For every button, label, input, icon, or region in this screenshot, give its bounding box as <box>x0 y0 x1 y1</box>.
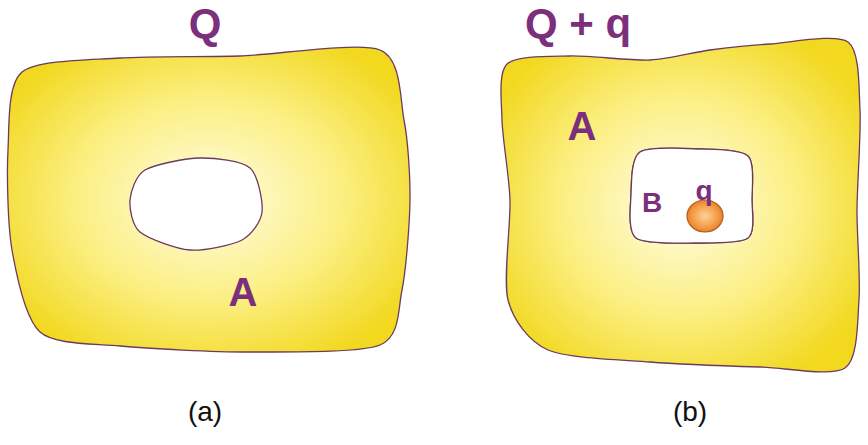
conductor-a-outline <box>0 0 420 370</box>
charge-label: Q <box>189 3 222 45</box>
conductor-a-shape <box>7 47 410 352</box>
panel-caption: (a) <box>188 398 222 426</box>
region-label: B <box>642 189 662 217</box>
conductor-b: Q + q A Bq <box>490 0 868 385</box>
region-label: q <box>695 177 712 205</box>
charge-label: Q + q <box>525 3 631 45</box>
region-label: A <box>568 106 597 146</box>
cavity: Bq <box>625 142 760 250</box>
cavity-shape <box>630 148 753 243</box>
conductor-b-shape <box>501 38 860 372</box>
charged-body: q <box>684 176 728 234</box>
conductor-a: QA <box>0 0 420 370</box>
panel-caption: (b) <box>673 398 707 426</box>
region-label: A <box>229 272 258 312</box>
